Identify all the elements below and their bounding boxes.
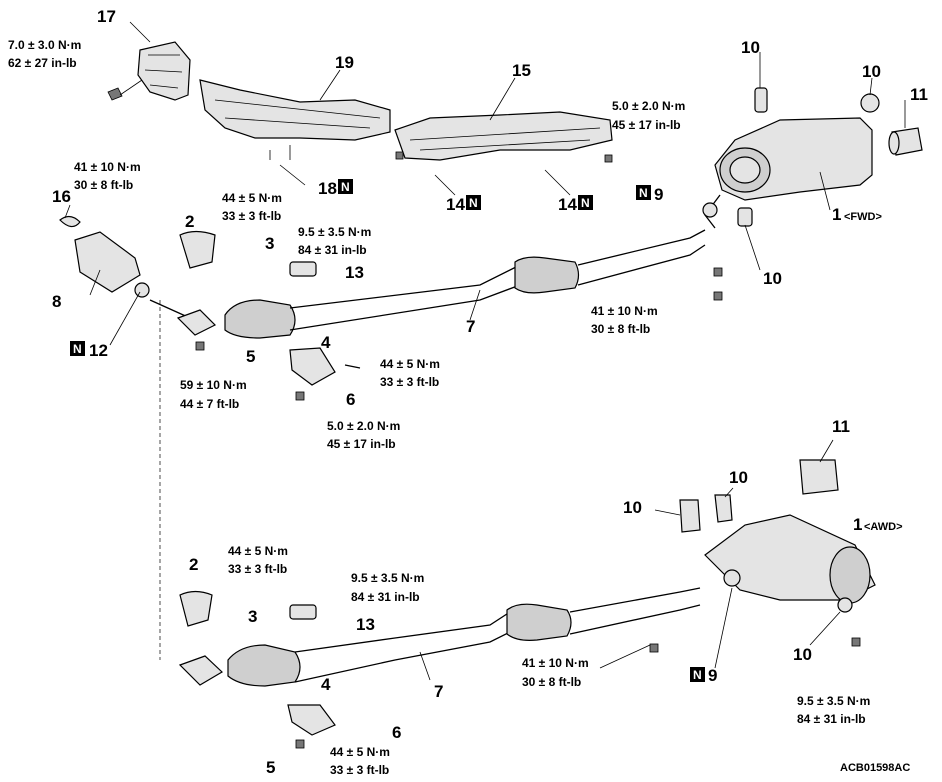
heat-protector-17	[107, 41, 191, 101]
svg-text:N: N	[73, 342, 82, 356]
torque-9-fwd-imperial: 30 ± 8 ft-lb	[591, 322, 650, 336]
callout-numbers: 17 19 15 18 14 14 10 10 11 1 16 8 12 2 3…	[52, 7, 928, 777]
torque-15-imperial: 45 ± 17 in-lb	[612, 118, 681, 132]
torque-9-fwd-nm: 41 ± 10 N·m	[591, 304, 658, 318]
callout-2-awd: 2	[189, 555, 198, 574]
callout-9-fwd: 9	[654, 185, 663, 204]
main-muffler-awd	[679, 459, 876, 647]
new-part-badge-18: N	[338, 179, 353, 194]
callout-6-fwd: 6	[346, 390, 355, 409]
callout-10-fwd-top: 10	[741, 38, 760, 57]
exhaust-pipe-awd	[178, 587, 701, 749]
torque-12-nm: 59 ± 10 N·m	[180, 378, 247, 392]
new-part-badge-14-left: N	[466, 195, 481, 210]
callout-19: 19	[335, 53, 354, 72]
callout-13-fwd: 13	[345, 263, 364, 282]
callout-8: 8	[52, 292, 61, 311]
callout-16: 16	[52, 187, 71, 206]
torque-17-nm: 7.0 ± 3.0 N·m	[8, 38, 81, 52]
callout-17: 17	[97, 7, 116, 26]
torque-12-imperial: 44 ± 7 ft-lb	[180, 397, 239, 411]
callout-5-awd: 5	[266, 758, 275, 777]
callout-11-awd: 11	[832, 417, 850, 436]
torque-17-imperial: 62 ± 27 in-lb	[8, 56, 77, 70]
torque-2-fwd-nm: 44 ± 5 N·m	[222, 191, 282, 205]
svg-text:N: N	[469, 196, 478, 210]
exhaust-pipe-fwd	[59, 215, 723, 401]
callout-7-fwd: 7	[466, 317, 475, 336]
callout-9-awd: 9	[708, 666, 717, 685]
torque-6-fwd-nm: 44 ± 5 N·m	[380, 357, 440, 371]
callout-14-left: 14	[446, 195, 465, 214]
heat-protector-15	[394, 111, 613, 163]
callout-6-awd: 6	[392, 723, 401, 742]
torque-6-fwd-imperial: 33 ± 3 ft-lb	[380, 375, 439, 389]
new-part-badge-12: N	[70, 341, 85, 356]
callout-4-awd: 4	[321, 675, 331, 694]
callout-3-awd: 3	[248, 607, 257, 626]
main-muffler-fwd	[702, 87, 923, 229]
diagram-code: ACB01598AC	[840, 762, 910, 774]
callout-13-awd: 13	[356, 615, 375, 634]
callout-10-fwd-bottom: 10	[763, 269, 782, 288]
heat-protector-19	[199, 79, 391, 160]
torque-6-awd-imperial: 33 ± 3 ft-lb	[330, 763, 389, 777]
torque-10-awd-nm: 9.5 ± 3.5 N·m	[797, 694, 870, 708]
torque-5-fwd-imperial: 45 ± 17 in-lb	[327, 437, 396, 451]
callout-3-fwd: 3	[265, 234, 274, 253]
callout-10-fwd-ring: 10	[862, 62, 881, 81]
new-part-badge-9-fwd: N	[636, 185, 651, 200]
torque-13-awd-nm: 9.5 ± 3.5 N·m	[351, 571, 424, 585]
callout-12: 12	[89, 341, 108, 360]
callout-14-right: 14	[558, 195, 577, 214]
callout-10-awd-bottom: 10	[793, 645, 812, 664]
callout-11-fwd: 11	[910, 85, 928, 104]
leader-lines	[64, 21, 906, 681]
new-part-badge-9-awd: N	[690, 667, 705, 682]
torque-16-nm: 41 ± 10 N·m	[74, 160, 141, 174]
torque-13-fwd-imperial: 84 ± 31 in-lb	[298, 243, 367, 257]
callout-1-awd: 1	[853, 515, 862, 534]
torque-5-fwd-nm: 5.0 ± 2.0 N·m	[327, 419, 400, 433]
svg-text:N: N	[581, 196, 590, 210]
callout-4-fwd: 4	[321, 333, 331, 352]
svg-text:N: N	[639, 186, 648, 200]
torque-15-nm: 5.0 ± 2.0 N·m	[612, 99, 685, 113]
callout-5-fwd: 5	[246, 347, 255, 366]
torque-2-awd-nm: 44 ± 5 N·m	[228, 544, 288, 558]
svg-text:N: N	[693, 668, 702, 682]
callout-7-awd: 7	[434, 682, 443, 701]
svg-text:N: N	[341, 180, 350, 194]
callout-2-fwd: 2	[185, 212, 194, 231]
new-part-badges: N N N N N N	[70, 179, 705, 682]
callout-18: 18	[318, 179, 337, 198]
new-part-badge-14-right: N	[578, 195, 593, 210]
torque-16-imperial: 30 ± 8 ft-lb	[74, 178, 133, 192]
variant-label-fwd: <FWD>	[844, 211, 882, 223]
torque-6-awd-nm: 44 ± 5 N·m	[330, 745, 390, 759]
torque-13-fwd-nm: 9.5 ± 3.5 N·m	[298, 225, 371, 239]
variant-label-awd: <AWD>	[864, 521, 903, 533]
torque-7-awd-nm: 41 ± 10 N·m	[522, 656, 589, 670]
callout-15: 15	[512, 61, 531, 80]
torque-10-awd-imperial: 84 ± 31 in-lb	[797, 712, 866, 726]
torque-specs: 7.0 ± 3.0 N·m 62 ± 27 in-lb 5.0 ± 2.0 N·…	[8, 38, 870, 777]
torque-2-awd-imperial: 33 ± 3 ft-lb	[228, 562, 287, 576]
torque-13-awd-imperial: 84 ± 31 in-lb	[351, 590, 420, 604]
callout-10-awd-left: 10	[623, 498, 642, 517]
callout-1-fwd: 1	[832, 205, 841, 224]
callout-10-awd-top: 10	[729, 468, 748, 487]
torque-2-fwd-imperial: 33 ± 3 ft-lb	[222, 209, 281, 223]
torque-7-awd-imperial: 30 ± 8 ft-lb	[522, 675, 581, 689]
